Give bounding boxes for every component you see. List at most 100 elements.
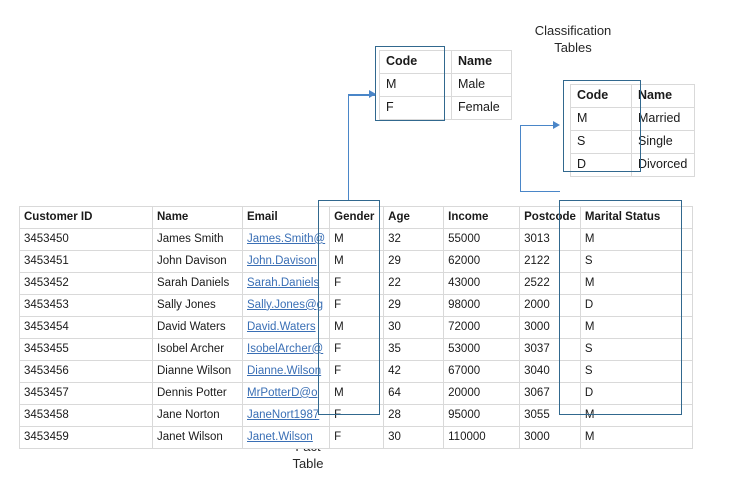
fact-cell-name: Dianne Wilson — [152, 360, 243, 383]
fact-cell-email[interactable]: IsobelArcher@ — [241, 338, 331, 361]
fact-cell-name: David Waters — [152, 316, 243, 339]
fact-cell-age: 30 — [383, 426, 445, 449]
fact-cell-age: 30 — [383, 316, 445, 339]
fact-cell-name: John Davison — [152, 250, 243, 273]
fact-cell-email[interactable]: MrPotterD@o — [241, 382, 331, 405]
gender-lookup-grid: Code Name M Male F Female — [379, 50, 512, 120]
fact-cell-postcode: 3013 — [519, 228, 581, 251]
fact-cell-email[interactable]: David.Waters — [241, 316, 331, 339]
email-link[interactable]: John.Davison — [247, 254, 317, 267]
fact-table: Customer ID Name Email Gender Age Income… — [19, 206, 693, 449]
marital-lookup-header-code: Code — [570, 84, 632, 108]
fact-cell-marital-status: D — [579, 294, 693, 317]
fact-cell-name: Isobel Archer — [152, 338, 243, 361]
fact-cell-gender: F — [329, 294, 385, 317]
fact-cell-name: Janet Wilson — [152, 426, 243, 449]
email-link[interactable]: IsobelArcher@ — [247, 342, 324, 355]
marital-connector-horizontal-upper — [520, 125, 558, 127]
fact-cell-postcode: 2122 — [519, 250, 581, 273]
email-link[interactable]: Sarah.Daniels — [247, 276, 320, 289]
fact-cell-age: 35 — [383, 338, 445, 361]
fact-cell-postcode: 3000 — [519, 316, 581, 339]
email-link[interactable]: Janet.Wilson — [247, 430, 313, 443]
fact-caption-line2: Table — [292, 456, 324, 471]
fact-cell-gender: F — [329, 426, 385, 449]
gender-lookup-header-code: Code — [379, 50, 452, 74]
email-link[interactable]: James.Smith@ — [247, 232, 326, 245]
fact-cell-customer-id: 3453450 — [19, 228, 153, 251]
fact-header-income: Income — [443, 206, 521, 229]
fact-cell-gender: M — [329, 316, 385, 339]
fact-cell-customer-id: 3453457 — [19, 382, 153, 405]
fact-cell-customer-id: 3453453 — [19, 294, 153, 317]
fact-cell-email[interactable]: Sarah.Daniels — [241, 272, 331, 295]
fact-cell-gender: F — [329, 338, 385, 361]
email-link[interactable]: David.Waters — [247, 320, 316, 333]
fact-cell-email[interactable]: JaneNort1987 — [241, 404, 331, 427]
gender-lookup-code: M — [379, 73, 452, 97]
email-link[interactable]: MrPotterD@o — [247, 386, 318, 399]
marital-lookup-grid: Code Name M Married S Single D Divorced — [570, 84, 695, 177]
fact-cell-marital-status: S — [579, 250, 693, 273]
fact-cell-income: 67000 — [443, 360, 521, 383]
marital-lookup-name: Divorced — [631, 153, 695, 177]
gender-lookup-code: F — [379, 96, 452, 120]
fact-cell-name: James Smith — [152, 228, 243, 251]
fact-cell-postcode: 3040 — [519, 360, 581, 383]
table-row: M Male — [379, 73, 512, 97]
fact-cell-age: 29 — [383, 294, 445, 317]
classification-tables-caption: Classification Tables — [508, 22, 638, 56]
fact-cell-name: Sally Jones — [152, 294, 243, 317]
arrow-right-icon — [369, 90, 376, 98]
marital-lookup-code: S — [570, 130, 632, 154]
table-header-row: Code Name — [379, 50, 512, 74]
gender-lookup-name: Female — [451, 96, 512, 120]
gender-classification-table: Code Name M Male F Female — [379, 50, 512, 120]
fact-cell-age: 42 — [383, 360, 445, 383]
fact-cell-marital-status: D — [579, 382, 693, 405]
fact-cell-income: 55000 — [443, 228, 521, 251]
fact-cell-postcode: 2522 — [519, 272, 581, 295]
fact-cell-postcode: 3067 — [519, 382, 581, 405]
fact-cell-email[interactable]: Dianne.Wilson — [241, 360, 331, 383]
gender-lookup-header-name: Name — [451, 50, 512, 74]
fact-cell-customer-id: 3453451 — [19, 250, 153, 273]
marital-lookup-header-name: Name — [631, 84, 695, 108]
fact-cell-postcode: 3037 — [519, 338, 581, 361]
fact-table-grid: Customer ID Name Email Gender Age Income… — [19, 206, 693, 449]
fact-cell-gender: M — [329, 250, 385, 273]
gender-connector-vertical — [348, 95, 350, 201]
marital-connector-horizontal-lower — [520, 191, 560, 193]
fact-cell-email[interactable]: Janet.Wilson — [241, 426, 331, 449]
fact-cell-email[interactable]: John.Davison — [241, 250, 331, 273]
fact-cell-email[interactable]: Sally.Jones@g — [241, 294, 331, 317]
fact-cell-income: 53000 — [443, 338, 521, 361]
fact-cell-postcode: 3055 — [519, 404, 581, 427]
fact-header-email: Email — [241, 206, 331, 229]
table-row: F Female — [379, 96, 512, 120]
fact-cell-customer-id: 3453454 — [19, 316, 153, 339]
fact-cell-income: 72000 — [443, 316, 521, 339]
email-link[interactable]: Sally.Jones@g — [247, 298, 324, 311]
fact-header-customer-id: Customer ID — [19, 206, 153, 229]
fact-cell-customer-id: 3453459 — [19, 426, 153, 449]
email-link[interactable]: Dianne.Wilson — [247, 364, 322, 377]
fact-header-gender: Gender — [329, 206, 385, 229]
fact-cell-marital-status: M — [579, 228, 693, 251]
fact-cell-name: Sarah Daniels — [152, 272, 243, 295]
fact-cell-income: 43000 — [443, 272, 521, 295]
fact-cell-email[interactable]: James.Smith@ — [241, 228, 331, 251]
table-row: S Single — [570, 130, 695, 154]
fact-cell-age: 28 — [383, 404, 445, 427]
fact-cell-gender: M — [329, 382, 385, 405]
email-link[interactable]: JaneNort1987 — [247, 408, 320, 421]
fact-cell-income: 98000 — [443, 294, 521, 317]
fact-cell-gender: M — [329, 228, 385, 251]
fact-cell-age: 64 — [383, 382, 445, 405]
fact-cell-name: Jane Norton — [152, 404, 243, 427]
